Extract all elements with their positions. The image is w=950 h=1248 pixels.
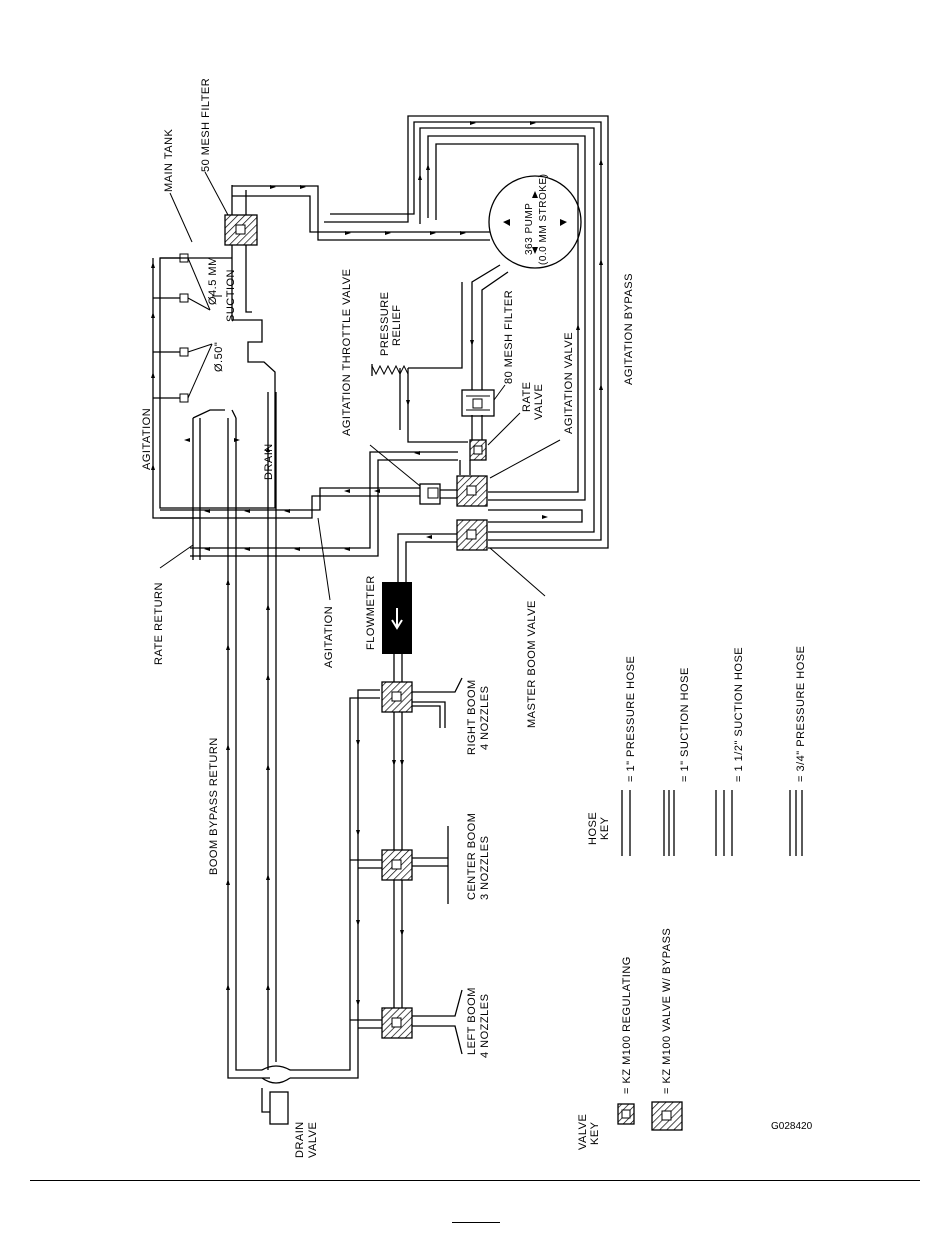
- pump-label: 363 PUMP: [524, 203, 535, 255]
- hose-key-item-2: = 1" SUCTION HOSE: [679, 667, 691, 782]
- center-boom-label-2: 3 NOZZLES: [479, 836, 491, 900]
- center-boom-label-1: CENTER BOOM: [466, 813, 478, 900]
- valve-key-regulating: = KZ M100 REGULATING: [617, 956, 635, 1125]
- pressure-relief: [371, 364, 409, 376]
- hose-key-title-1: HOSE: [587, 812, 599, 845]
- suction-label: SUCTION: [225, 269, 237, 322]
- suction-loop: [232, 115, 609, 549]
- drain-valve: [261, 1065, 291, 1125]
- boom-bypass-return-label: BOOM BYPASS RETURN: [208, 737, 220, 875]
- agitation-nozzles: [151, 253, 213, 519]
- agitation-throttle-valve: [419, 483, 457, 505]
- master-boom-valve: [456, 519, 488, 551]
- right-boom-label-1: RIGHT BOOM: [466, 679, 478, 755]
- mesh-filter-80-label: 80 MESH FILTER: [503, 290, 515, 384]
- return-lines: [184, 392, 382, 1079]
- page-divider: [30, 1180, 920, 1181]
- transfer-lines: [160, 451, 458, 557]
- hose-1in-suction: = 1" SUCTION HOSE: [663, 667, 691, 856]
- pressure-relief-label-1: PRESSURE: [379, 291, 391, 356]
- hose-075in-pressure: = 3/4" PRESSURE HOSE: [789, 646, 807, 856]
- hose-key-item-3: = 1 1/2" SUCTION HOSE: [733, 647, 745, 782]
- agitation-valve-label: AGITATION VALVE: [563, 332, 575, 434]
- rate-valve-label-2: VALVE: [533, 384, 545, 420]
- rate-return-label: RATE RETURN: [153, 582, 165, 665]
- agitation-throttle-valve-label: AGITATION THROTTLE VALVE: [341, 269, 353, 436]
- orifice-45-label: Ø4.5 MM: [207, 256, 219, 305]
- drain-valve-label-2: VALVE: [307, 1122, 319, 1158]
- valve-key-title-1: VALVE: [577, 1114, 589, 1150]
- main-tank-label: MAIN TANK: [163, 128, 175, 192]
- pump: 363 PUMP (0.0 MM STROKE): [488, 174, 582, 269]
- hose-key-item-4: = 3/4" PRESSURE HOSE: [795, 646, 807, 782]
- rate-valve-label-1: RATE: [521, 381, 533, 412]
- figure-id: G028420: [771, 1121, 813, 1132]
- agitation-bypass-label: AGITATION BYPASS: [623, 273, 635, 385]
- hose-key: HOSE KEY = 1" PRESSURE HOSE = 1" SUCTION…: [587, 646, 807, 856]
- left-boom-label-2: 4 NOZZLES: [479, 994, 491, 1058]
- drain-label: DRAIN: [263, 443, 275, 480]
- valve-key-bypass: = KZ M100 VALVE W/ BYPASS: [651, 928, 683, 1131]
- mesh-filter-50-label: 50 MESH FILTER: [200, 78, 212, 172]
- pressure-relief-label-2: RELIEF: [391, 304, 403, 346]
- filter-50-mesh: [224, 214, 258, 246]
- orifice-50-label: Ø.50": [213, 342, 225, 372]
- pump-discharge: [399, 264, 509, 475]
- hose-1-5in-suction: = 1 1/2" SUCTION HOSE: [715, 647, 745, 856]
- hose-1in-pressure: = 1" PRESSURE HOSE: [621, 656, 637, 856]
- agitation-valve: [456, 475, 488, 507]
- hose-key-title-2: KEY: [599, 816, 611, 840]
- valve-key-title-2: KEY: [589, 1121, 601, 1145]
- left-boom-valve: [381, 989, 463, 1055]
- valve-key-item-2: = KZ M100 VALVE W/ BYPASS: [661, 928, 673, 1094]
- boom-feed: [382, 533, 457, 1036]
- agitation-lower-label: AGITATION: [323, 606, 335, 668]
- right-boom-valve: [381, 677, 463, 728]
- master-boom-valve-label: MASTER BOOM VALVE: [526, 600, 538, 728]
- labels: MAIN TANK 50 MESH FILTER AGITATION BYPAS…: [141, 78, 635, 1158]
- left-boom-label-1: LEFT BOOM: [466, 987, 478, 1055]
- valve-key-item-1: = KZ M100 REGULATING: [621, 956, 633, 1094]
- drain-valve-label-1: DRAIN: [294, 1121, 306, 1158]
- callout-leaders: [159, 171, 561, 601]
- filter-80-mesh: [461, 389, 495, 417]
- rate-valve: [469, 439, 487, 461]
- hose-key-item-1: = 1" PRESSURE HOSE: [625, 656, 637, 782]
- valve-key: VALVE KEY = KZ M100 REGULATING = KZ M100…: [577, 928, 683, 1150]
- center-boom-valve: [381, 826, 449, 904]
- footer-rule: [452, 1222, 500, 1223]
- pump-stroke-label: (0.0 MM STROKE): [538, 174, 549, 265]
- right-boom-label-2: 4 NOZZLES: [479, 686, 491, 750]
- flowmeter-label: FLOWMETER: [365, 575, 377, 650]
- agitation-top-label: AGITATION: [141, 408, 153, 470]
